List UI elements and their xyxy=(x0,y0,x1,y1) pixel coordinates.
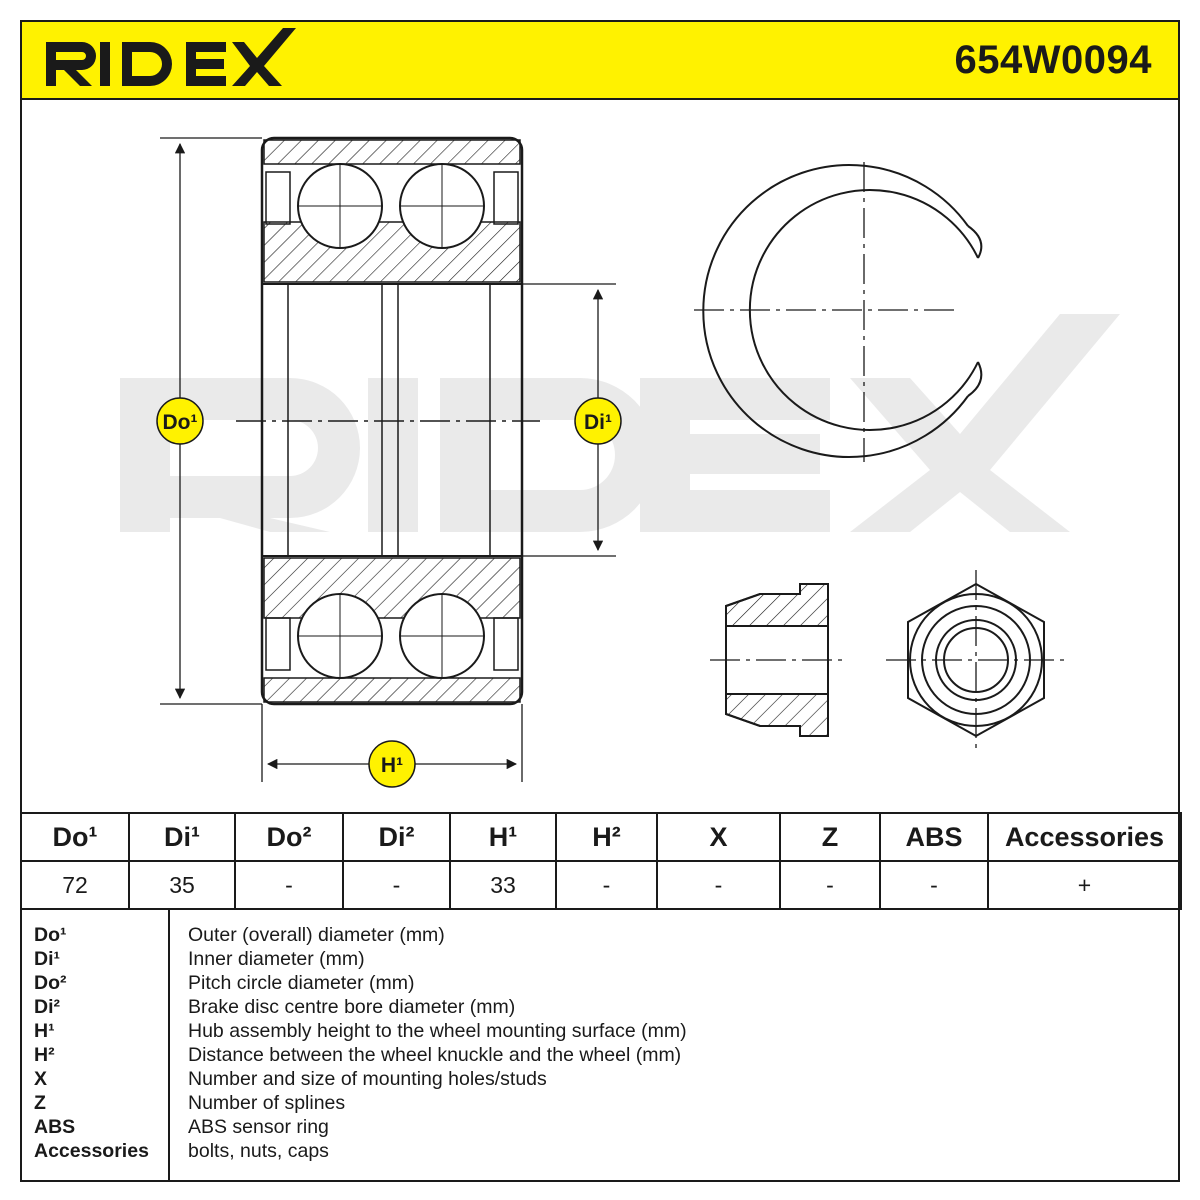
header-accessories: Accessories xyxy=(987,812,1182,862)
header-h2: H² xyxy=(555,812,658,862)
legend-divider xyxy=(168,910,170,1180)
legend-term: X xyxy=(34,1068,48,1090)
legend-term: H² xyxy=(34,1044,55,1066)
legend-term: Di¹ xyxy=(34,948,60,970)
legend-row: X Number and size of mounting holes/stud… xyxy=(22,1068,1178,1092)
value-abs: - xyxy=(879,860,989,910)
header-x: X xyxy=(656,812,781,862)
value-do1: 72 xyxy=(20,860,130,910)
legend-definition: Distance between the wheel knuckle and t… xyxy=(188,1044,682,1066)
specs-header-row: Do¹ Di¹ Do² Di² H¹ H² X Z ABS Accessorie… xyxy=(20,812,1182,862)
legend-definition: Brake disc centre bore diameter (mm) xyxy=(188,996,516,1018)
bearing-section xyxy=(236,136,540,706)
legend-row: Di² Brake disc centre bore diameter (mm) xyxy=(22,996,1178,1020)
header-di1: Di¹ xyxy=(128,812,236,862)
legend-definition: Number and size of mounting holes/studs xyxy=(188,1068,547,1090)
value-di1: 35 xyxy=(128,860,236,910)
nut-section-drawing xyxy=(710,583,846,737)
value-h2: - xyxy=(555,860,658,910)
ridex-logo xyxy=(46,28,296,86)
value-di2: - xyxy=(342,860,451,910)
legend-definition: ABS sensor ring xyxy=(188,1116,329,1138)
header-do1: Do¹ xyxy=(20,812,130,862)
legend-row: H¹ Hub assembly height to the wheel moun… xyxy=(22,1020,1178,1044)
legend-row: Accessories bolts, nuts, caps xyxy=(22,1140,1178,1164)
value-x: - xyxy=(656,860,781,910)
value-h1: 33 xyxy=(449,860,557,910)
legend-row: H² Distance between the wheel knuckle an… xyxy=(22,1044,1178,1068)
part-number: 654W0094 xyxy=(954,38,1152,82)
legend-term: Do² xyxy=(34,972,67,994)
legend-definition: Number of splines xyxy=(188,1092,346,1114)
legend-definition: Inner diameter (mm) xyxy=(188,948,365,970)
legend-term: Z xyxy=(34,1092,46,1114)
nut-front-drawing xyxy=(886,570,1066,752)
di1-callout xyxy=(574,397,622,445)
legend-definition: Pitch circle diameter (mm) xyxy=(188,972,415,994)
legend-row: Di¹ Inner diameter (mm) xyxy=(22,948,1178,972)
legend-row: Z Number of splines xyxy=(22,1092,1178,1116)
legend-term: Di² xyxy=(34,996,60,1018)
legend-term: ABS xyxy=(34,1116,76,1138)
legend-term: H¹ xyxy=(34,1020,55,1042)
do1-callout xyxy=(156,397,204,445)
header-h1: H¹ xyxy=(449,812,557,862)
value-z: - xyxy=(779,860,881,910)
legend-row: Do² Pitch circle diameter (mm) xyxy=(22,972,1178,996)
header-do2: Do² xyxy=(234,812,344,862)
header-di2: Di² xyxy=(342,812,451,862)
legend-definition: Hub assembly height to the wheel mountin… xyxy=(188,1020,687,1042)
legend-term: Accessories xyxy=(34,1140,149,1162)
value-do2: - xyxy=(234,860,344,910)
header-z: Z xyxy=(779,812,881,862)
specs-value-row: 72 35 - - 33 - - - - + xyxy=(20,860,1182,910)
legend-definition: bolts, nuts, caps xyxy=(188,1140,329,1162)
header-abs: ABS xyxy=(879,812,989,862)
legend-term: Do¹ xyxy=(34,924,67,946)
legend-row: Do¹ Outer (overall) diameter (mm) xyxy=(22,924,1178,948)
h1-callout xyxy=(368,740,416,788)
specs-table: Do¹ Di¹ Do² Di² H¹ H² X Z ABS Accessorie… xyxy=(20,812,1182,910)
di1-label: Di¹ xyxy=(584,411,612,434)
circlip-drawing xyxy=(694,162,983,462)
legend-definition: Outer (overall) diameter (mm) xyxy=(188,924,445,946)
h1-label: H¹ xyxy=(381,754,403,777)
value-accessories: + xyxy=(987,860,1182,910)
legend-row: ABS ABS sensor ring xyxy=(22,1116,1178,1140)
legend: Do¹ Outer (overall) diameter (mm) Di¹ In… xyxy=(20,908,1180,1182)
do1-label: Do¹ xyxy=(163,411,198,434)
